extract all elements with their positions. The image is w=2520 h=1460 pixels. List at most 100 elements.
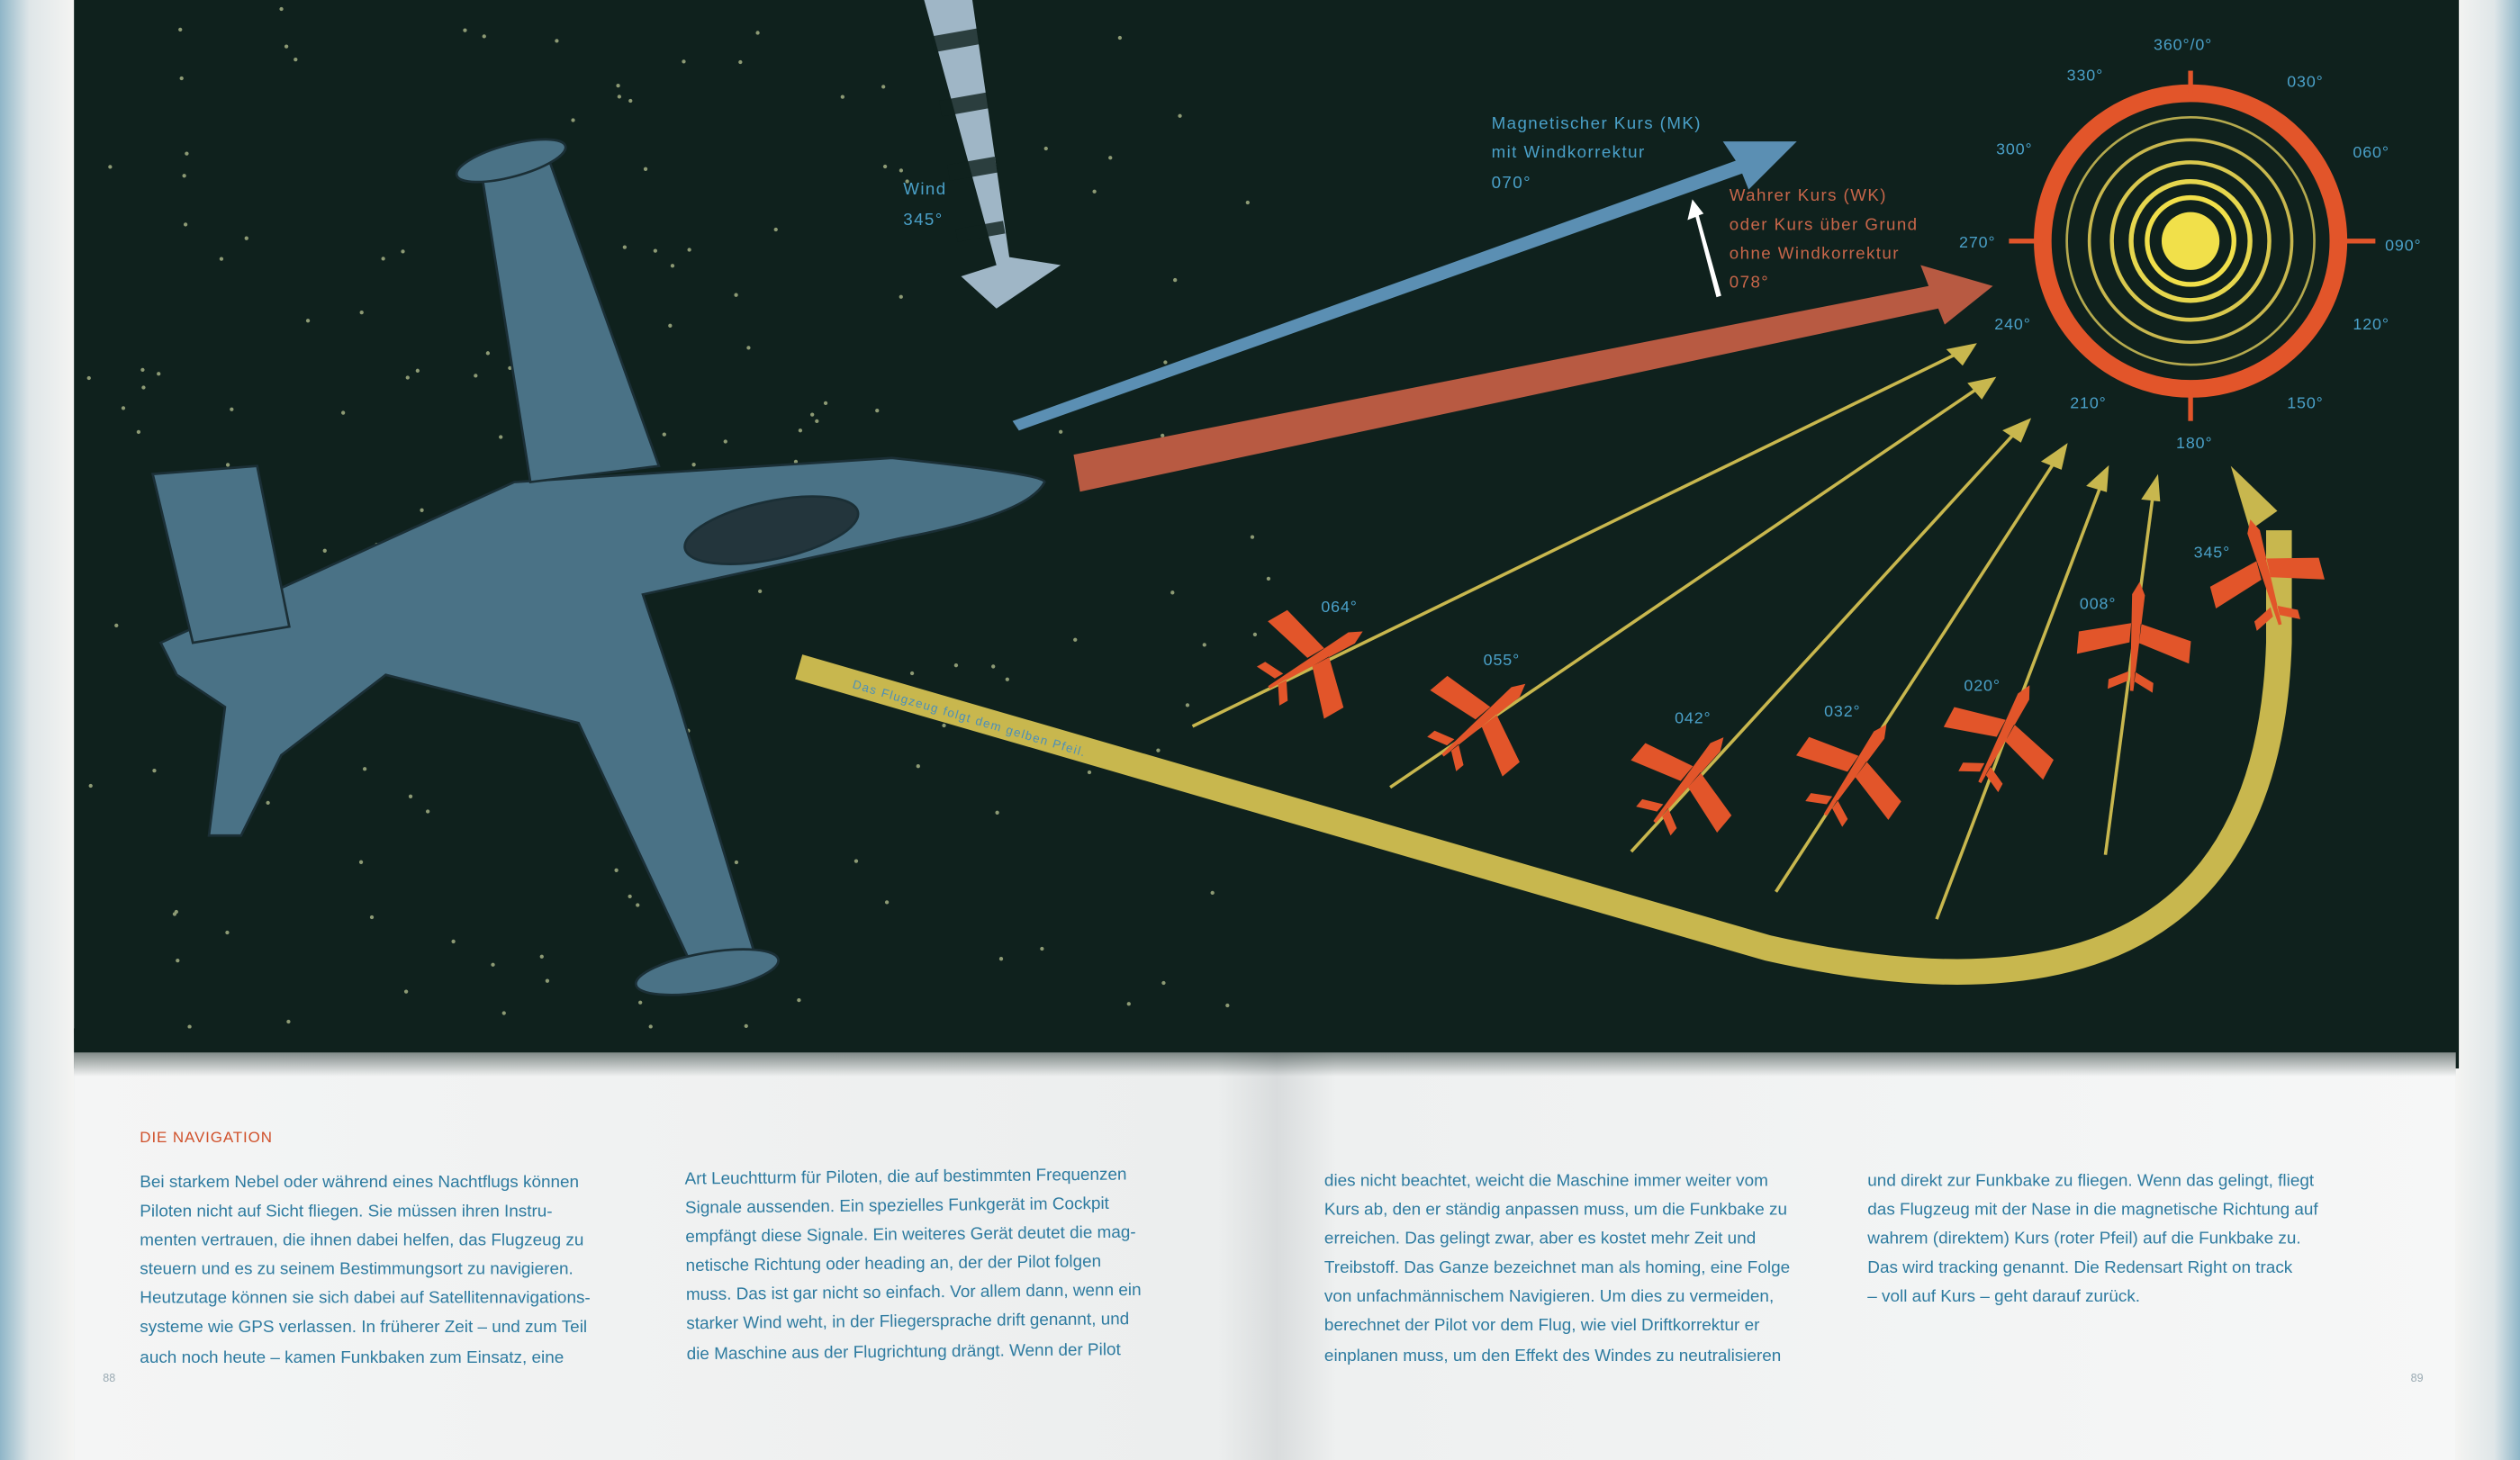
star bbox=[682, 59, 686, 64]
star bbox=[797, 997, 801, 1003]
star bbox=[1043, 146, 1048, 151]
svg-text:Magnetischer Kurs (MK): Magnetischer Kurs (MK) bbox=[1492, 113, 1702, 132]
star bbox=[648, 1024, 653, 1029]
star bbox=[905, 179, 909, 184]
star bbox=[141, 385, 146, 390]
star bbox=[176, 958, 180, 963]
star bbox=[1040, 946, 1044, 951]
star bbox=[571, 118, 575, 122]
star bbox=[178, 27, 183, 32]
svg-text:Wahrer Kurs (WK): Wahrer Kurs (WK) bbox=[1730, 185, 1887, 204]
star bbox=[1185, 703, 1190, 707]
star bbox=[798, 428, 803, 433]
star bbox=[1156, 748, 1161, 753]
small-plane bbox=[1943, 685, 2054, 793]
yellow-homing-arrow bbox=[795, 530, 2292, 985]
star bbox=[953, 663, 959, 668]
compass-degree-labels: 360°/0° 030° 060° 090° 120° 150° 180° 21… bbox=[1959, 35, 2421, 452]
svg-text:090°: 090° bbox=[2385, 236, 2421, 254]
svg-text:300°: 300° bbox=[1996, 140, 2032, 158]
fog-transition bbox=[74, 1028, 2456, 1077]
star bbox=[88, 783, 93, 789]
page-edges-left bbox=[0, 0, 75, 1460]
text-column-2: Art Leuchtturm für Piloten, die auf best… bbox=[684, 1165, 1142, 1364]
star bbox=[1250, 535, 1255, 539]
svg-text:360°/0°: 360°/0° bbox=[2154, 35, 2212, 53]
star bbox=[451, 939, 456, 944]
star bbox=[628, 98, 633, 104]
star bbox=[884, 900, 890, 905]
star bbox=[670, 264, 675, 268]
star bbox=[244, 236, 248, 240]
star bbox=[322, 548, 327, 553]
svg-text:020°: 020° bbox=[1964, 677, 2000, 695]
star bbox=[185, 151, 189, 156]
svg-text:055°: 055° bbox=[1484, 651, 1520, 669]
drift-arrow bbox=[1687, 199, 1721, 298]
svg-text:mit Windkorrektur: mit Windkorrektur bbox=[1492, 142, 1646, 161]
jet-plane bbox=[150, 138, 1046, 996]
star bbox=[358, 860, 364, 864]
star bbox=[401, 249, 405, 254]
star bbox=[916, 764, 920, 769]
star bbox=[687, 248, 691, 252]
star bbox=[474, 374, 478, 378]
star bbox=[1108, 156, 1113, 160]
star bbox=[420, 508, 424, 512]
star bbox=[284, 44, 289, 49]
star bbox=[823, 401, 828, 406]
svg-text:120°: 120° bbox=[2353, 315, 2389, 333]
star bbox=[617, 95, 622, 99]
star bbox=[485, 351, 491, 356]
star bbox=[744, 1023, 748, 1029]
text-area bbox=[74, 1052, 2456, 1460]
text-column-3: dies nicht beachtet, weicht die Maschine… bbox=[1323, 1171, 1791, 1365]
radio-beacon-compass bbox=[2009, 70, 2376, 421]
svg-text:078°: 078° bbox=[1730, 273, 1769, 292]
star bbox=[815, 419, 819, 424]
star bbox=[555, 39, 559, 43]
magnetic-course-arrow bbox=[1012, 141, 1797, 431]
star bbox=[738, 59, 743, 65]
true-course-label: Wahrer Kurs (WK) oder Kurs über Grund oh… bbox=[1730, 185, 1917, 292]
small-plane bbox=[2209, 519, 2325, 631]
star bbox=[341, 410, 346, 415]
star bbox=[1163, 360, 1168, 365]
plane-heading-labels: 064° 055° 042° 032° 020° 008° 345° bbox=[1321, 543, 2229, 726]
wind-label: Wind bbox=[903, 179, 946, 198]
star bbox=[668, 323, 673, 328]
svg-text:150°: 150° bbox=[2287, 393, 2323, 411]
star bbox=[182, 174, 186, 178]
star bbox=[942, 723, 946, 728]
section-heading: DIE NAVIGATION bbox=[140, 1129, 273, 1148]
star bbox=[225, 930, 230, 935]
page-number-left: 88 bbox=[103, 1374, 116, 1385]
star bbox=[136, 429, 141, 435]
star bbox=[1073, 637, 1078, 642]
star bbox=[369, 915, 375, 920]
svg-text:032°: 032° bbox=[1824, 702, 1860, 720]
star bbox=[172, 912, 177, 916]
star bbox=[1225, 1003, 1230, 1008]
star bbox=[1161, 433, 1165, 437]
star bbox=[909, 671, 915, 676]
star bbox=[279, 6, 284, 12]
star bbox=[810, 412, 815, 417]
svg-text:210°: 210° bbox=[2070, 393, 2106, 411]
svg-text:070°: 070° bbox=[1492, 173, 1531, 192]
page-number-right: 89 bbox=[2410, 1374, 2424, 1385]
star bbox=[875, 408, 880, 413]
star bbox=[381, 257, 385, 261]
star bbox=[539, 954, 544, 959]
star bbox=[691, 463, 696, 467]
star bbox=[408, 794, 413, 798]
star bbox=[1092, 189, 1097, 194]
svg-text:060°: 060° bbox=[2353, 143, 2389, 161]
svg-text:270°: 270° bbox=[1959, 233, 1995, 251]
star bbox=[1170, 590, 1175, 595]
star bbox=[1210, 890, 1215, 896]
star bbox=[415, 368, 420, 373]
text-column-4: und direkt zur Funkbake zu fliegen. Wenn… bbox=[1867, 1171, 2318, 1307]
star bbox=[1245, 200, 1250, 205]
